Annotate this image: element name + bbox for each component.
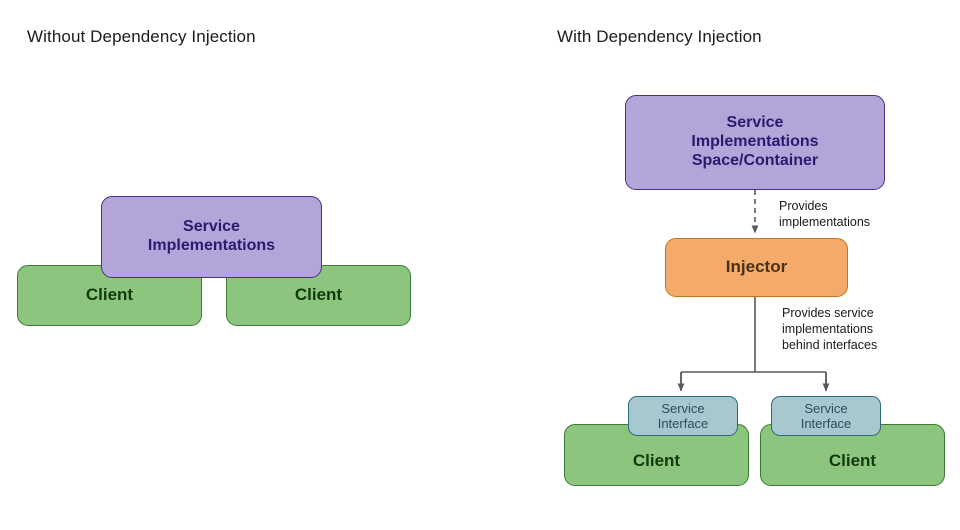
left-panel-title: Without Dependency Injection xyxy=(27,27,256,46)
injector-box: Injector xyxy=(665,238,848,297)
right-panel-title: With Dependency Injection xyxy=(557,27,762,46)
